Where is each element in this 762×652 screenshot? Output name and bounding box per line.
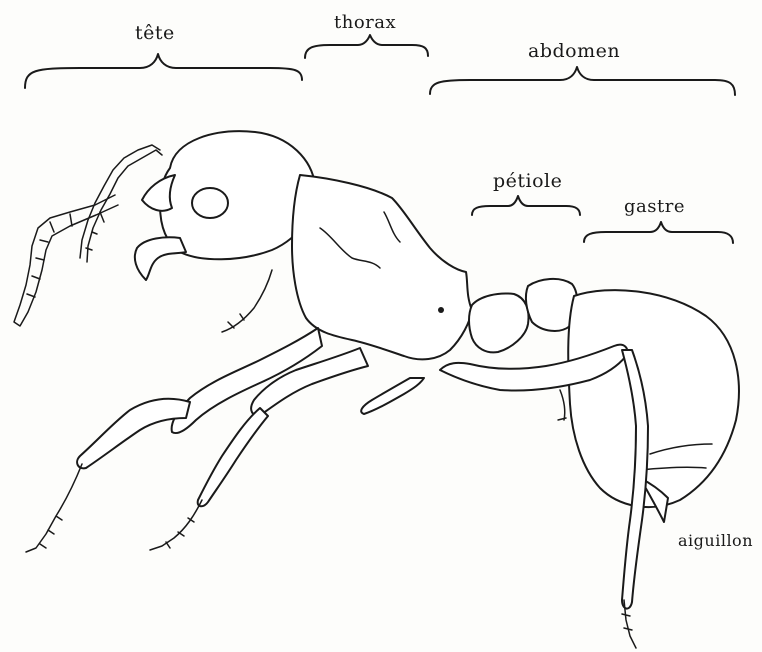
brace-gastre bbox=[584, 222, 733, 243]
brace-abdomen bbox=[430, 67, 735, 95]
label-abdomen: abdomen bbox=[528, 40, 620, 62]
brace-tete bbox=[25, 54, 302, 88]
head bbox=[135, 131, 315, 280]
gaster bbox=[568, 290, 739, 522]
label-thorax: thorax bbox=[334, 12, 396, 33]
label-head: tête bbox=[135, 22, 175, 44]
brace-thorax bbox=[305, 35, 428, 58]
compound-eye bbox=[192, 188, 228, 218]
brace-petiole bbox=[472, 196, 580, 215]
antennae bbox=[14, 145, 162, 326]
label-sting: aiguillon bbox=[678, 531, 753, 550]
mandible bbox=[135, 237, 186, 280]
spiracle bbox=[438, 307, 444, 313]
label-petiole: pétiole bbox=[493, 170, 562, 192]
petiole bbox=[469, 279, 577, 352]
label-gaster: gastre bbox=[624, 196, 685, 217]
